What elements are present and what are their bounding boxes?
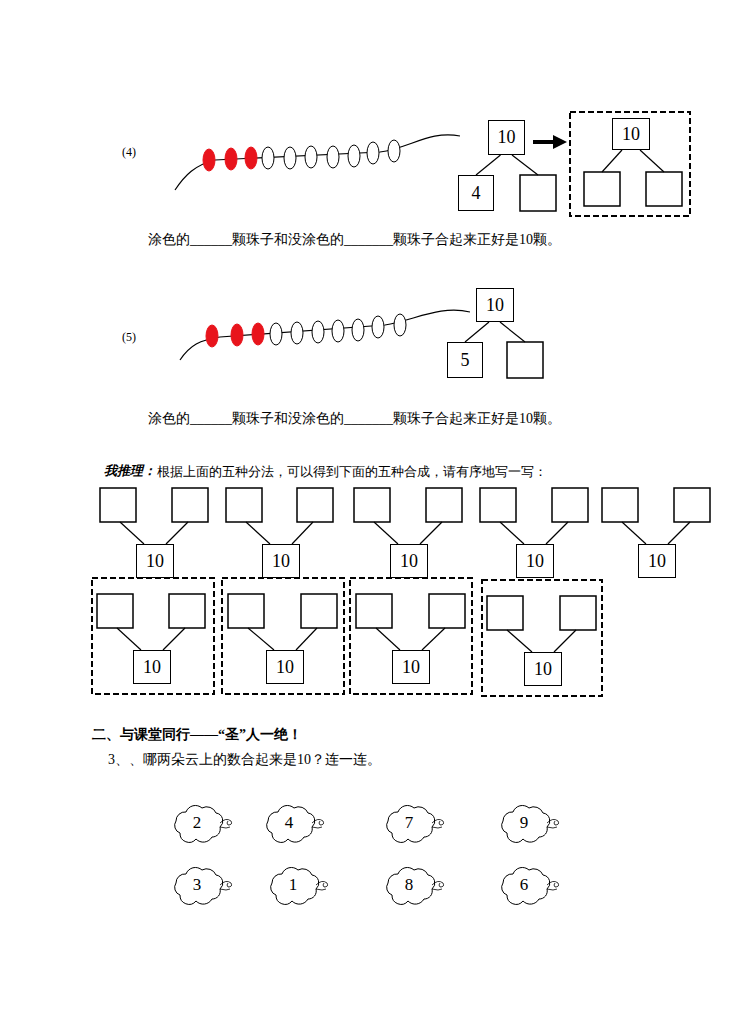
number-text: 5: [461, 350, 470, 371]
number-text: 7: [405, 813, 414, 833]
number-text: 9: [520, 813, 529, 833]
number-box: 10: [136, 544, 174, 578]
cloud-outline: [262, 803, 328, 843]
cloud-outline: [382, 865, 448, 905]
cloud-outline: [497, 865, 563, 905]
fill-sentence: 涂色的______颗珠子和没涂色的_______颗珠子合起来正好是10颗。: [148, 231, 561, 249]
tree-line: [476, 155, 501, 175]
number-text: 2: [193, 813, 202, 833]
dashed-frame: [92, 112, 690, 696]
number-text: 6: [520, 875, 529, 895]
number-text: 4: [285, 813, 294, 833]
cloud-shape: 2: [170, 803, 236, 843]
cloud-shape: 4: [262, 803, 328, 843]
cloud-shape: 6: [497, 865, 563, 905]
number-text: 10: [276, 657, 294, 678]
number-box: 10: [390, 544, 428, 578]
number-text: 1: [289, 875, 298, 895]
number-text: 10: [486, 295, 504, 316]
cloud-outline: [497, 803, 563, 843]
number-text: 10: [526, 551, 544, 572]
fill-sentence: 涂色的______颗珠子和没涂色的_______颗珠子合起来正好是10颗。: [148, 410, 561, 428]
cloud-shape: 3: [170, 865, 236, 905]
number-text: 10: [402, 657, 420, 678]
number-text: 10: [648, 551, 666, 572]
number-text: 8: [405, 875, 414, 895]
number-text: 10: [534, 659, 552, 680]
number-text: 3: [193, 875, 202, 895]
number-box: 4: [458, 175, 494, 211]
cloud-outline: [382, 803, 448, 843]
item-number: (5): [122, 330, 136, 345]
number-box: 10: [133, 650, 171, 684]
number-box: 10: [476, 288, 514, 322]
empty-box: [507, 172, 682, 378]
instruction: 根据上面的五种分法，可以得到下面的五种合成，请有序地写一写：: [157, 463, 547, 481]
section-heading: 二、与课堂同行——“圣”人一绝！: [92, 726, 302, 744]
question-text: 3、、哪两朵云上的数合起来是10？连一连。: [108, 751, 381, 769]
number-text: 10: [622, 124, 640, 145]
cloud-shape: 7: [382, 803, 448, 843]
number-box: 10: [262, 544, 300, 578]
number-box: 10: [638, 544, 676, 578]
cloud-outline: [170, 803, 236, 843]
number-text: 4: [472, 183, 481, 204]
number-text: 10: [498, 127, 516, 148]
number-text: 10: [146, 551, 164, 572]
cloud-shape: 1: [266, 865, 332, 905]
arrow: [533, 135, 567, 149]
cloud-outline: [170, 865, 236, 905]
number-box: 10: [516, 544, 554, 578]
bead-string: [175, 135, 470, 360]
number-box: 10: [392, 650, 430, 684]
tree-line: [465, 322, 489, 342]
number-box: 5: [447, 342, 483, 378]
number-box: 10: [612, 118, 650, 150]
number-text: 10: [272, 551, 290, 572]
cloud-outline: [266, 865, 332, 905]
section-tag: 我推理：: [104, 462, 156, 480]
cloud-shape: 9: [497, 803, 563, 843]
item-number: (4): [122, 145, 136, 160]
composition-boxes: [97, 488, 710, 652]
number-box: 10: [524, 652, 562, 686]
number-box: 10: [266, 650, 304, 684]
cloud-shape: 8: [382, 865, 448, 905]
number-text: 10: [400, 551, 418, 572]
number-text: 10: [143, 657, 161, 678]
number-box: 10: [488, 120, 525, 155]
